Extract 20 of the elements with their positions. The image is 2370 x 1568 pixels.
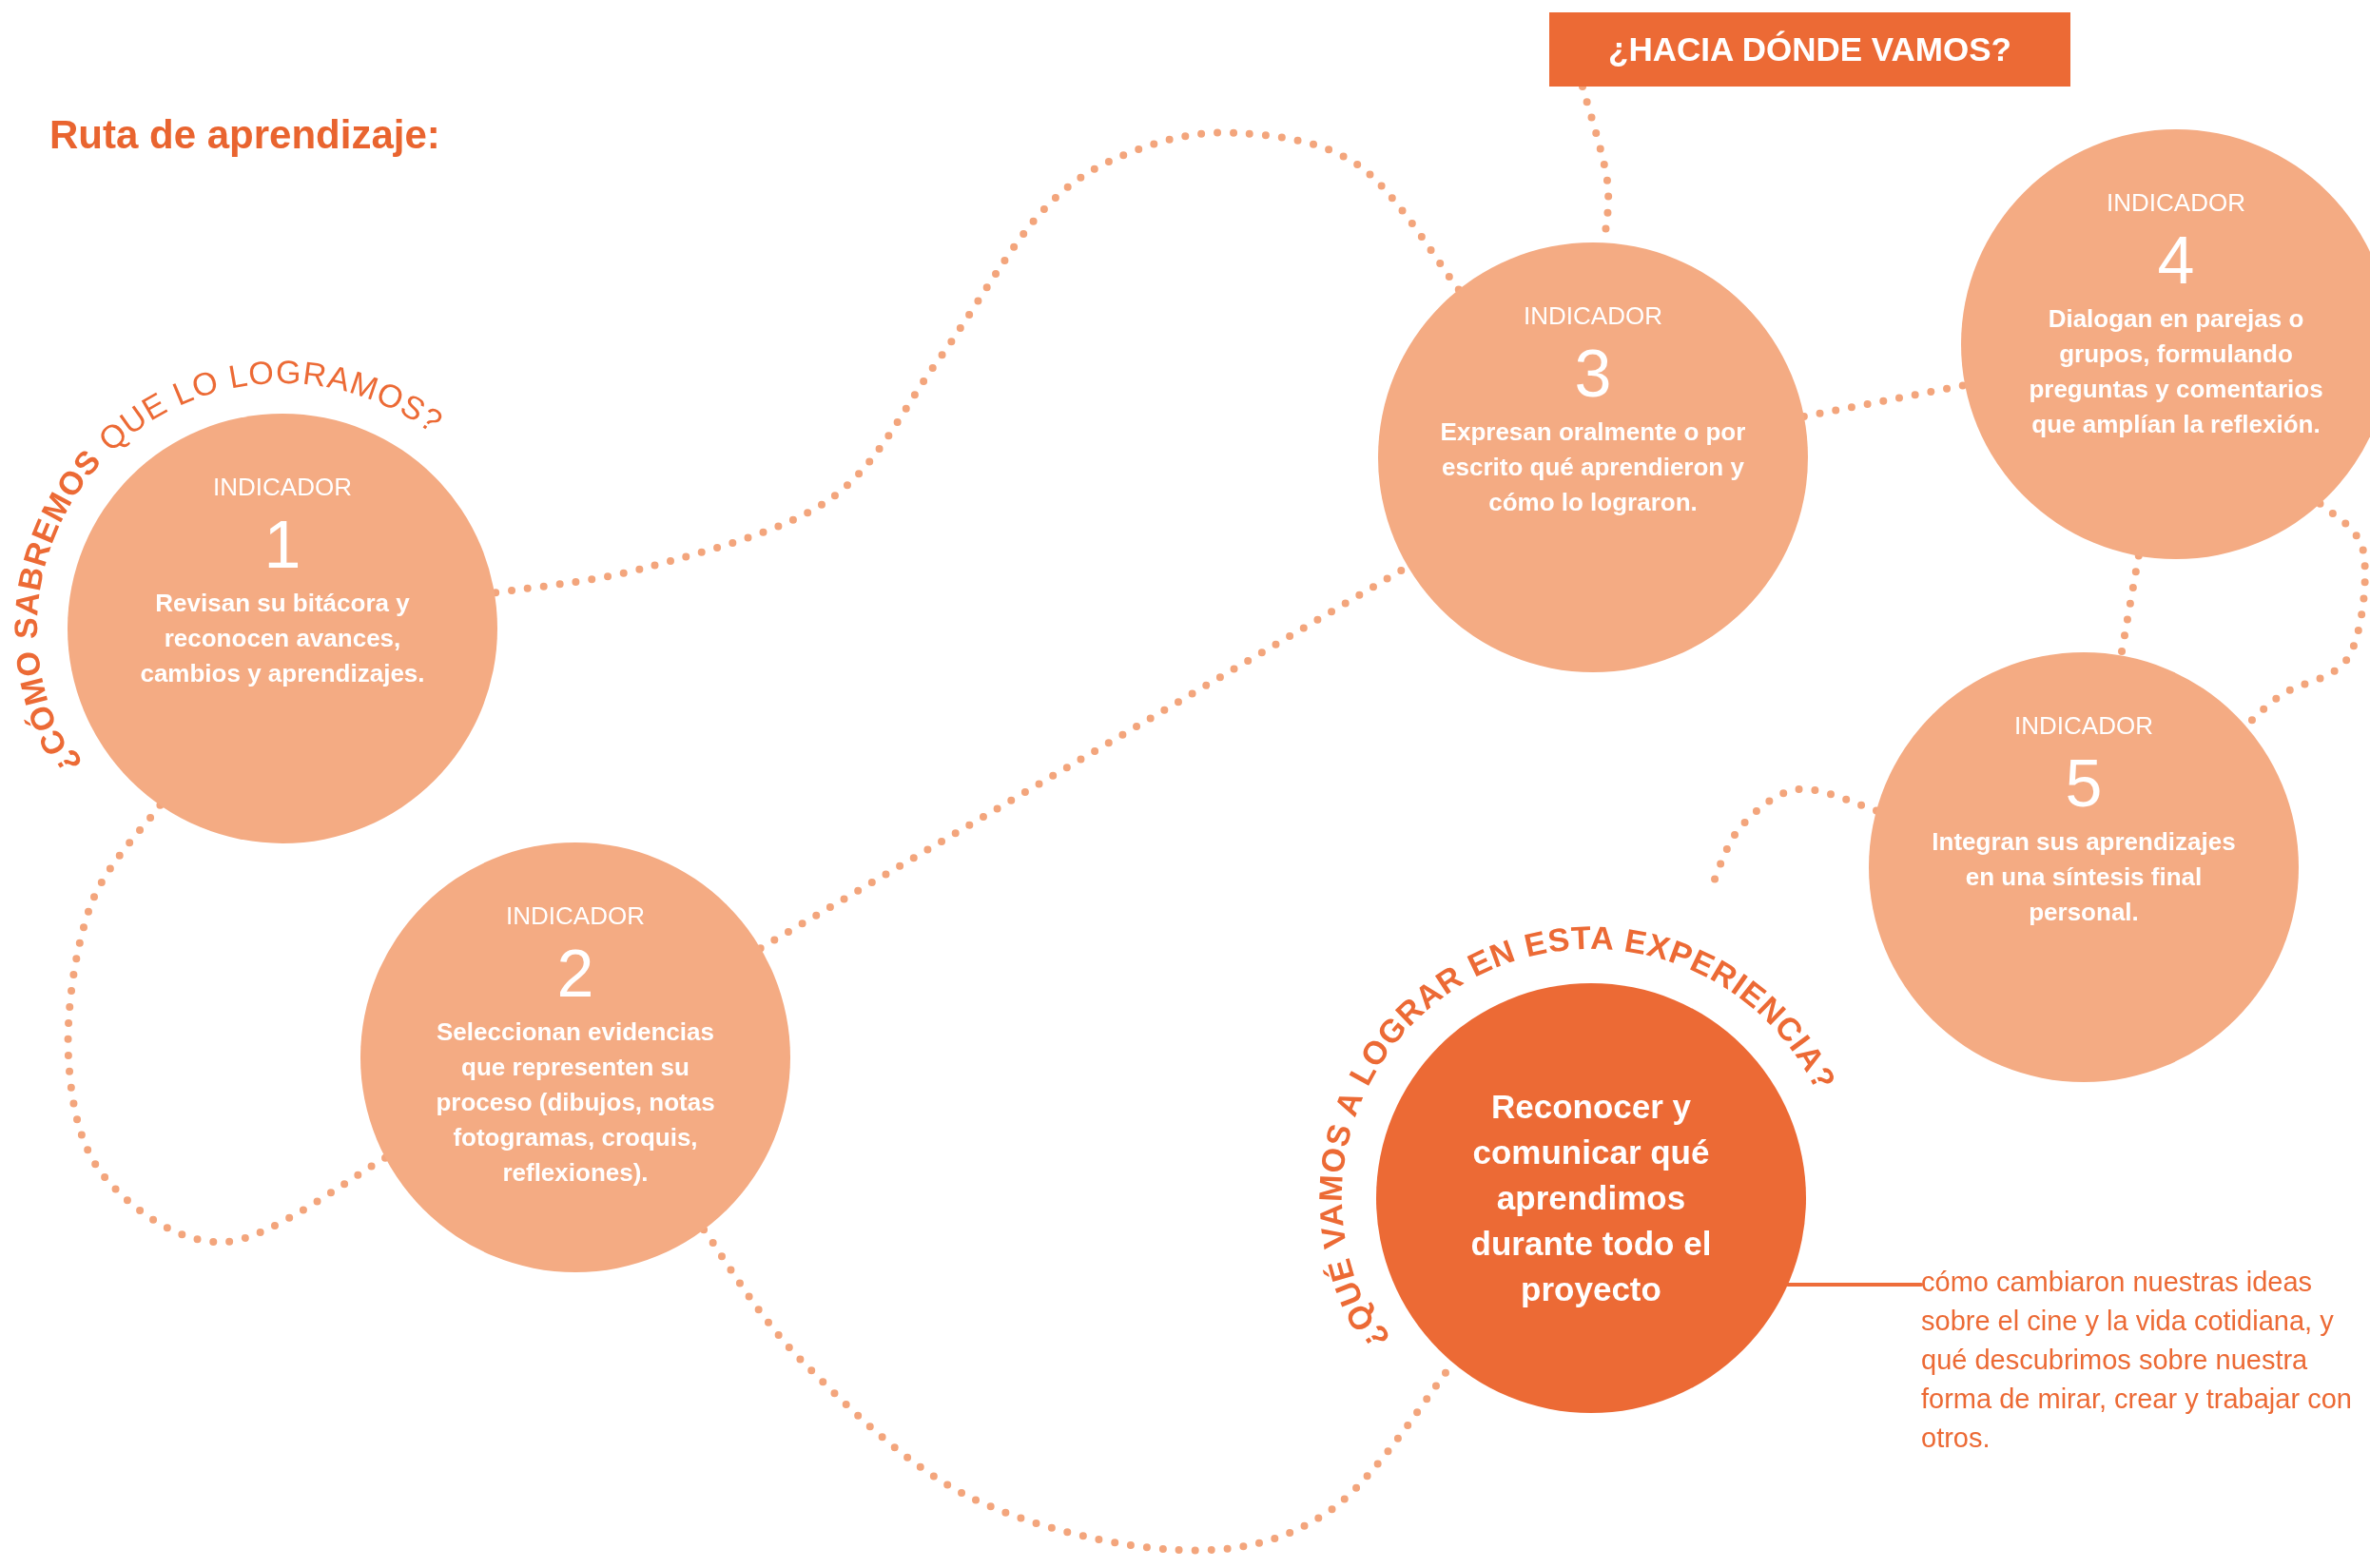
- indicator-number: 1: [263, 512, 301, 578]
- leader-line: [1785, 1282, 1923, 1287]
- indicator-number: 2: [556, 940, 594, 1007]
- note-text: cómo cambiaron nuestras ideas sobre el cine y la vida cotidiana, y qué descubrimos sobre nuestra forma de mirar, crear y trabajar con otros.: [1921, 1263, 2366, 1458]
- diagram-title: Ruta de aprendizaje:: [49, 111, 440, 159]
- indicator-number: 5: [2065, 750, 2103, 817]
- indicator-text: Seleccionan evidencias que representen su proceso (dibujos, notas fotogramas, croquis, reflexiones).: [435, 1016, 716, 1189]
- indicator-label: INDICADOR: [2107, 187, 2245, 219]
- indicator-text: Expresan oralmente o por escrito qué aprendieron y cómo lo lograron.: [1439, 416, 1747, 518]
- indicator-number: 4: [2157, 227, 2195, 294]
- indicator-text: Revisan su bitácora y reconocen avances, cambios y aprendizajes.: [139, 588, 426, 689]
- indicator-label: INDICADOR: [2014, 710, 2153, 742]
- indicator-number: 3: [1574, 340, 1612, 407]
- goal-text: Reconocer y comunicar qué aprendimos durante todo el proyecto: [1469, 1087, 1713, 1309]
- indicator-label: INDICADOR: [506, 900, 645, 932]
- indicator-label: INDICADOR: [1524, 300, 1662, 332]
- indicator-label: INDICADOR: [213, 472, 352, 503]
- header-banner: ¿HACIA DÓNDE VAMOS?: [1549, 12, 2070, 87]
- indicator-text: Integran sus aprendizajes en una síntesis final personal.: [1931, 826, 2237, 928]
- indicator-text: Dialogan en parejas o grupos, formulando preguntas y comentarios que amplían la reflexión.: [2028, 303, 2324, 440]
